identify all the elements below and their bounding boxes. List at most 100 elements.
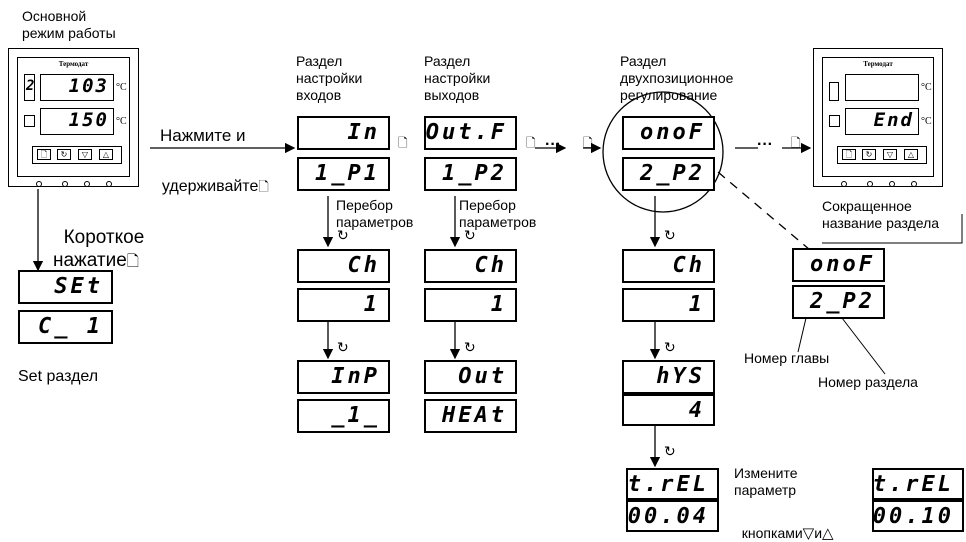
- display-text: 1: [363, 292, 380, 317]
- display-set: SEt: [18, 270, 113, 304]
- connector-knob: [36, 181, 42, 187]
- display-text: 00.04: [627, 504, 709, 529]
- connector-knob: [841, 181, 847, 187]
- display-text: InP: [331, 364, 380, 389]
- cycle-icon: ↻: [464, 228, 476, 244]
- legend-display-title: onoF: [792, 248, 885, 282]
- section-outputs-label: Раздел настройки выходов: [424, 53, 491, 103]
- connector-knob: [911, 181, 917, 187]
- bottom-display-value: End: [873, 109, 914, 131]
- display-text: Ch: [672, 253, 705, 278]
- display-onof-hys-val: 4: [622, 394, 715, 426]
- display-out-title: Out.F: [424, 116, 517, 150]
- up-triangle-icon: △: [822, 524, 834, 542]
- side-indicator: [829, 82, 839, 101]
- cycle-button[interactable]: ↻: [862, 149, 876, 160]
- bottom-display: 150: [40, 108, 114, 135]
- down-button[interactable]: ▽: [78, 149, 92, 160]
- display-text: Ch: [474, 253, 507, 278]
- short-press-label: Короткое нажатие: [53, 227, 145, 271]
- ellipsis-icon: ···: [757, 136, 773, 153]
- display-text: C_ 1: [38, 314, 103, 339]
- with-buttons-label: кнопками: [741, 525, 803, 541]
- display-out-out: Out: [424, 360, 517, 394]
- section-inputs-label: Раздел настройки входов: [296, 53, 363, 103]
- ellipsis-icon: ···: [545, 136, 561, 153]
- cycle-icon: ↻: [664, 340, 676, 356]
- top-unit: °C: [921, 82, 932, 93]
- display-c1: C_ 1: [18, 310, 113, 344]
- display-text: 4: [688, 398, 705, 423]
- display-text: Ch: [347, 253, 380, 278]
- button-panel: [837, 146, 927, 164]
- main-mode-label: Основной режим работы: [22, 8, 116, 41]
- display-onof-ch-val: 1: [622, 288, 715, 322]
- led-indicators: [829, 115, 840, 127]
- param-cycle-label-inputs: Перебор параметров: [336, 197, 414, 230]
- bottom-display-value: 150: [68, 109, 109, 131]
- connector-knob: [889, 181, 895, 187]
- top-display-value: 103: [68, 75, 109, 97]
- display-onof-title: onoF: [622, 116, 715, 150]
- display-new-trel: t.rEL: [872, 468, 964, 500]
- section-number-label: Номер раздела: [818, 374, 918, 390]
- led-indicators: [24, 115, 35, 127]
- display-text: Out: [458, 364, 507, 389]
- display-out-out-val: HEAt: [424, 399, 517, 433]
- chapter-number-label: Номер главы: [744, 350, 830, 366]
- page-button[interactable]: 🗋: [37, 149, 51, 160]
- set-section-label: Set раздел: [18, 368, 99, 385]
- display-text: 1: [490, 292, 507, 317]
- display-onof-code: 2_P2: [622, 157, 715, 191]
- display-text: onoF: [640, 120, 705, 145]
- top-display: 103: [40, 74, 114, 101]
- button-panel: [32, 146, 122, 164]
- display-text: HEAt: [442, 403, 507, 428]
- section-onoff-label: Раздел двухпозиционное регулирование: [620, 53, 734, 103]
- display-text: onoF: [810, 252, 875, 277]
- bottom-unit: °C: [921, 116, 932, 127]
- display-text: t.rEL: [872, 472, 954, 497]
- device-brand: Термодат: [58, 60, 89, 68]
- page-icon: 🗋: [583, 136, 593, 150]
- top-display: [845, 74, 919, 101]
- connector-knob: [106, 181, 112, 187]
- bottom-display: End: [845, 108, 919, 135]
- display-in-ch: Ch: [297, 249, 390, 283]
- cycle-icon: ↻: [464, 340, 476, 356]
- page-icon: 🗋: [526, 136, 536, 150]
- display-text: 1: [688, 292, 705, 317]
- device-faceplate: Термодат 2 103 °C 150 °C 🗋 ↻ ▽ △: [17, 57, 130, 177]
- display-onof-trel: t.rEL: [626, 468, 719, 500]
- display-text: t.rEL: [627, 472, 709, 497]
- up-button[interactable]: △: [904, 149, 918, 160]
- display-onof-ch: Ch: [622, 249, 715, 283]
- down-button[interactable]: ▽: [883, 149, 897, 160]
- hold-label: удерживайте: [161, 178, 259, 195]
- page-icon: 🗋: [258, 180, 269, 195]
- up-button[interactable]: △: [99, 149, 113, 160]
- device-brand: Термодат: [863, 60, 893, 68]
- display-text: _1_: [331, 403, 380, 428]
- display-text: 1_P1: [315, 161, 380, 186]
- device-faceplate: Термодат °C End °C 🗋 ↻ ▽ △: [822, 57, 934, 177]
- page-button[interactable]: 🗋: [842, 149, 856, 160]
- short-name-label: Сокращенное название раздела: [822, 198, 940, 231]
- cycle-icon: ↻: [664, 228, 676, 244]
- down-triangle-icon: ▽: [802, 524, 815, 542]
- main-device: Термодат 2 103 °C 150 °C 🗋 ↻ ▽ △: [8, 48, 139, 187]
- display-text: hYS: [656, 364, 705, 389]
- display-onof-hys: hYS: [622, 360, 715, 394]
- param-cycle-label-outputs: Перебор параметров: [459, 197, 537, 230]
- hold-label-row: удерживайте🗋: [153, 157, 269, 198]
- change-param-label: Измените параметр: [734, 465, 798, 498]
- end-device: Термодат °C End °C 🗋 ↻ ▽ △: [813, 48, 943, 187]
- cycle-button[interactable]: ↻: [57, 149, 71, 160]
- display-text: 2_P2: [810, 289, 875, 314]
- display-out-ch-val: 1: [424, 288, 517, 322]
- and-label: и: [814, 525, 823, 541]
- display-in-inp: InP: [297, 360, 390, 394]
- connector-knob: [84, 181, 90, 187]
- display-out-code: 1_P2: [424, 157, 517, 191]
- page-icon: 🗋: [791, 136, 801, 150]
